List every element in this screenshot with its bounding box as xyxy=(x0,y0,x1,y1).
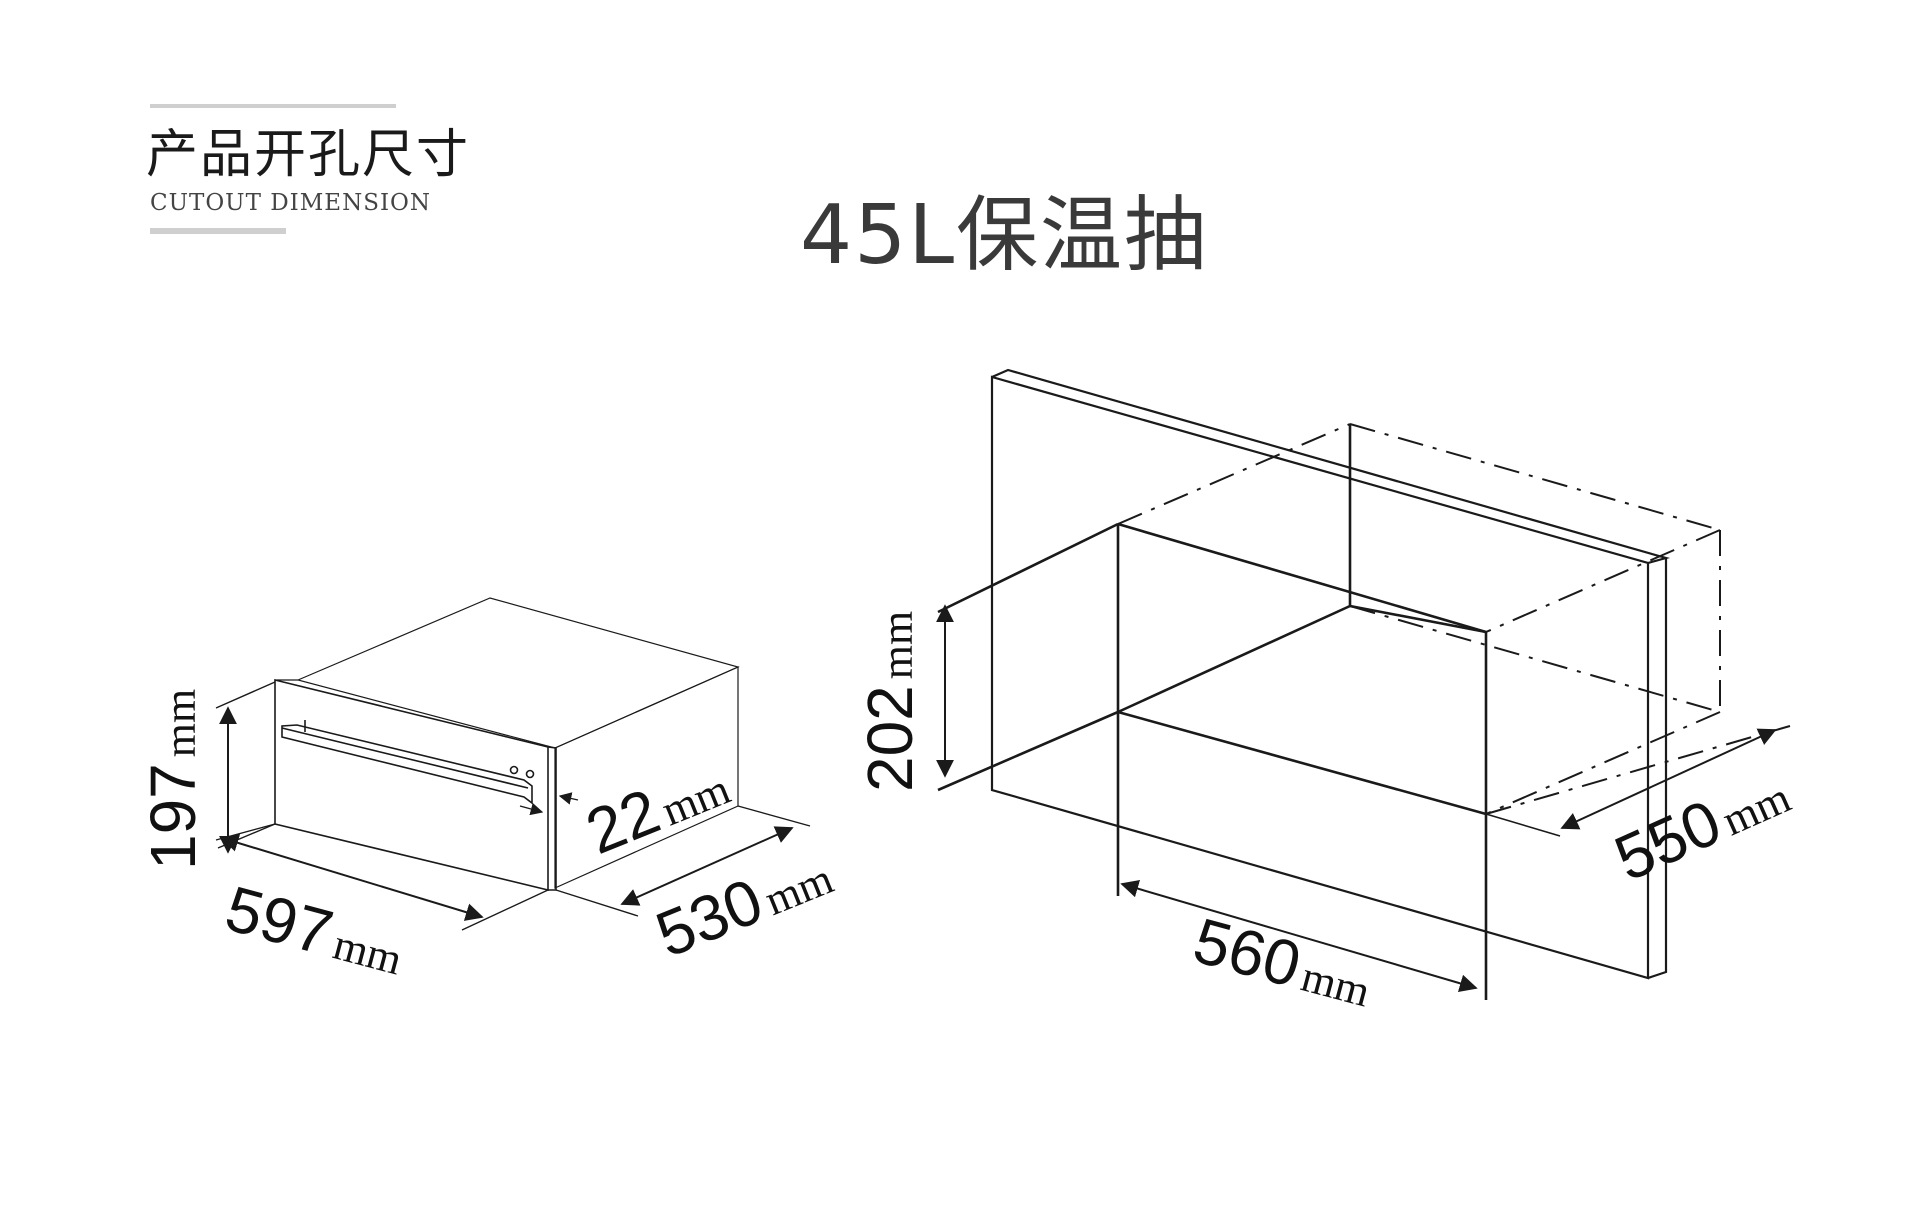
cutout-width-label: 560mm xyxy=(1186,904,1380,1020)
panel-thickness-unit: mm xyxy=(655,764,737,835)
cabinet-front-face xyxy=(990,375,1650,980)
svg-text:22mm: 22mm xyxy=(576,747,738,868)
appliance-depth-unit: mm xyxy=(758,854,840,925)
cutout-width-line xyxy=(1120,879,1478,993)
panel-thickness-arrow-left xyxy=(519,802,544,816)
cutout-height-value: 202 xyxy=(854,685,926,792)
control-knob-2 xyxy=(525,769,535,779)
appliance-dimension-lines xyxy=(215,681,811,931)
svg-text:597mm: 597mm xyxy=(218,872,412,988)
cutout-depth-label: 550mm xyxy=(1604,755,1799,895)
appliance-width-value: 597 xyxy=(218,872,340,969)
appliance-width-line xyxy=(220,834,484,921)
cutout-dimension-lines xyxy=(936,522,1777,993)
appliance-height-label: 197mm xyxy=(137,689,209,870)
svg-text:197mm: 197mm xyxy=(137,689,209,870)
section-subtitle: CUTOUT DIMENSION xyxy=(150,190,432,216)
svg-text:530mm: 530mm xyxy=(646,836,841,971)
svg-text:202mm: 202mm xyxy=(854,611,926,792)
cutout-height-label: 202mm xyxy=(854,611,926,792)
appliance-height-value: 197 xyxy=(137,763,209,870)
cutout-height-unit: mm xyxy=(873,611,922,679)
appliance-depth-label: 530mm xyxy=(646,836,841,971)
control-knob-1 xyxy=(509,765,519,775)
header-rule-top xyxy=(150,104,396,108)
appliance-panel-edge xyxy=(547,746,557,891)
drawer-handle xyxy=(281,720,533,805)
appliance-width-label: 597mm xyxy=(218,872,412,988)
appliance-width-unit: mm xyxy=(328,920,407,985)
appliance-top-face xyxy=(296,597,740,749)
panel-thickness-value: 22 xyxy=(576,775,669,868)
appliance-depth-value: 530 xyxy=(646,864,772,971)
appliance-depth-line xyxy=(620,826,794,906)
panel-thickness-label: 22mm xyxy=(576,747,738,868)
cutout-width-value: 560 xyxy=(1186,904,1308,1001)
appliance-height-unit: mm xyxy=(156,689,205,757)
product-title: 45L保温抽 xyxy=(800,188,1209,283)
cutout-depth-value: 550 xyxy=(1604,786,1731,895)
cutout-solid-lines xyxy=(1116,424,1488,1000)
cabinet-panel xyxy=(990,368,1671,980)
panel-thickness-arrow-right xyxy=(558,792,579,805)
cutout-width-unit: mm xyxy=(1296,952,1375,1017)
cutout-depth-line xyxy=(1560,728,1777,830)
section-title: 产品开孔尺寸 xyxy=(146,125,471,185)
header-rule-bottom xyxy=(150,228,286,234)
svg-text:550mm: 550mm xyxy=(1604,755,1799,894)
appliance-drawing xyxy=(274,597,740,892)
cabinet-thickness-top xyxy=(991,368,1671,565)
cabinet-thickness-side xyxy=(1647,558,1668,980)
svg-text:560mm: 560mm xyxy=(1186,904,1380,1020)
cutout-depth-unit: mm xyxy=(1715,773,1797,846)
cutout-hidden-lines xyxy=(1117,423,1791,815)
